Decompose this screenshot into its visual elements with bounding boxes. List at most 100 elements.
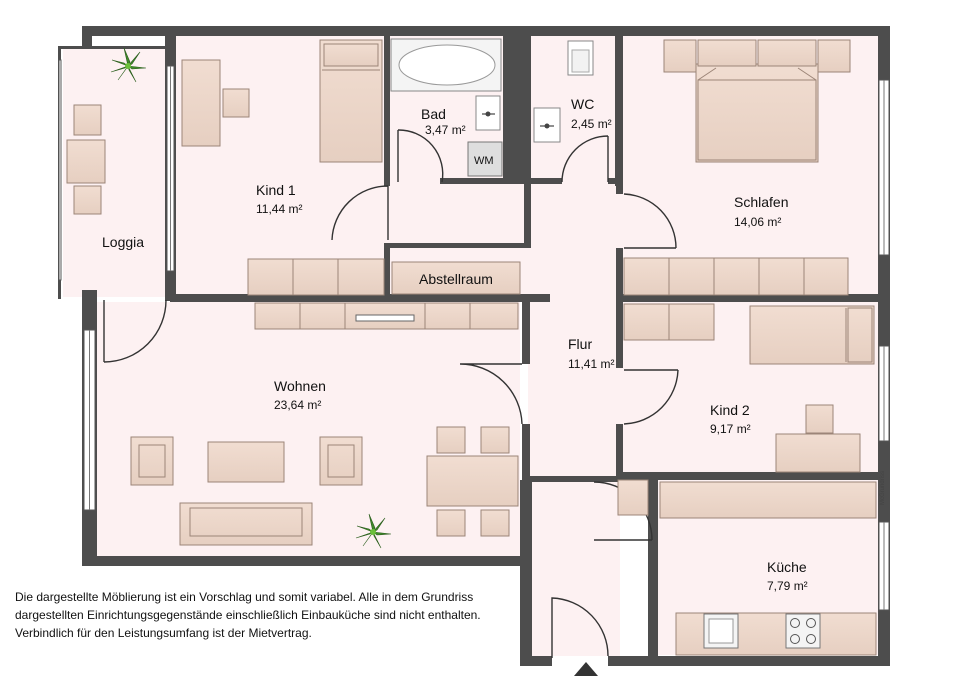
wall-bad-wc xyxy=(503,36,531,184)
kind1-desk xyxy=(181,59,221,147)
schlafen-duvet-fold xyxy=(697,67,817,81)
kind1-wardrobe-3 xyxy=(337,258,385,296)
door-schlafen xyxy=(623,193,677,249)
area-wohnen: 23,64 m² xyxy=(274,398,321,412)
wall-loggia-top xyxy=(58,46,170,49)
kitchen-sink-basin xyxy=(708,618,734,644)
wall-abstell-top xyxy=(386,243,531,248)
door-kind2 xyxy=(623,369,679,425)
plant-center xyxy=(370,529,376,535)
door-bad xyxy=(397,129,444,183)
disclaimer-line: dargestellten Einrichtungsgegenstände ei… xyxy=(15,608,481,622)
area-bad: 3,47 m² xyxy=(425,123,466,137)
schlafen-wardrobe-4 xyxy=(758,257,805,296)
brand-watermark: McGrundriss xyxy=(880,470,886,505)
kind2-wardrobe-1 xyxy=(623,303,670,341)
disclaimer-line: Verbindlich für den Leistungsumfang ist … xyxy=(15,626,312,640)
wohnen-chair-4 xyxy=(480,509,510,537)
kind2-desk xyxy=(775,433,861,473)
schlafen-duvet xyxy=(697,79,817,161)
wohnen-chair-3 xyxy=(436,509,466,537)
wall-bad-bottom xyxy=(440,178,508,184)
burner-2 xyxy=(806,618,816,628)
burner-1 xyxy=(790,618,800,628)
label-wohnen: Wohnen xyxy=(274,378,326,394)
wall-abstell-left xyxy=(384,243,390,298)
wall-schlafen-bottom xyxy=(616,294,880,302)
label-kind1: Kind 1 xyxy=(256,182,296,198)
wohnen-sideboard-2 xyxy=(299,302,346,330)
wohnen-coffee-table xyxy=(207,441,285,483)
armchair-r-seat xyxy=(327,444,355,478)
plant-icon xyxy=(110,47,147,83)
area-kind1: 11,44 m² xyxy=(256,202,302,216)
schlafen-nightstand-l xyxy=(663,39,697,73)
schlafen-wardrobe-2 xyxy=(668,257,715,296)
furniture-details xyxy=(138,67,847,537)
wohnen-armchair-l xyxy=(130,436,174,486)
label-bad: Bad xyxy=(421,106,446,122)
wall-kueche-flur xyxy=(530,476,618,482)
wall-schlafen-flur xyxy=(616,184,623,194)
label-abstellraum: Abstellraum xyxy=(419,271,493,287)
kind1-wardrobe-1 xyxy=(247,258,294,296)
wall-kind2-bottom xyxy=(616,472,880,480)
door-loggia xyxy=(103,299,167,363)
door-entrance xyxy=(551,597,609,658)
wohnen-dining-table xyxy=(426,455,519,507)
kind2-pillow xyxy=(847,307,873,363)
wohnen-chair-2 xyxy=(480,426,510,454)
schlafen-nightstand-r xyxy=(817,39,851,73)
plant-center xyxy=(125,63,131,69)
wall-entrance-gap-right xyxy=(608,656,650,666)
label-wc: WC xyxy=(571,96,594,112)
kind2-chair xyxy=(805,404,834,434)
loggia-chair-2 xyxy=(73,185,102,215)
bathroom-fixtures xyxy=(390,38,594,177)
burner-4 xyxy=(806,634,816,644)
armchair-l-seat xyxy=(138,444,166,478)
area-schlafen: 14,06 m² xyxy=(734,215,781,229)
entrance-arrow-icon xyxy=(574,662,598,676)
label-flur: Flur xyxy=(568,336,592,352)
loggia-chair-1 xyxy=(73,104,102,136)
wall-flur-left-2 xyxy=(522,302,530,364)
schlafen-pillow-l xyxy=(697,39,757,67)
door-kind1 xyxy=(331,185,389,241)
wall-entrance-gap-left xyxy=(530,656,550,666)
wall-flur-left xyxy=(524,184,531,248)
walls xyxy=(58,26,890,666)
sofa-seat xyxy=(189,507,303,537)
burner-3 xyxy=(790,634,800,644)
wall-wc-schlafen xyxy=(615,36,623,186)
door-wc xyxy=(561,135,609,183)
label-kueche: Küche xyxy=(767,559,807,575)
wohnen-sideboard-5 xyxy=(469,302,519,330)
abstell-shelf xyxy=(391,261,521,295)
area-wc: 2,45 m² xyxy=(571,117,612,131)
wc-toilet-seat xyxy=(571,49,590,73)
window-loggia xyxy=(58,59,62,281)
area-kind2: 9,17 m² xyxy=(710,422,751,436)
door-swings xyxy=(103,129,679,658)
label-wm: WM xyxy=(474,155,494,167)
label-kind2: Kind 2 xyxy=(710,402,750,418)
window-mullions xyxy=(89,66,885,610)
wall-kind2-left xyxy=(616,424,623,479)
door-wohnen xyxy=(459,363,523,425)
wall-wc-bottom xyxy=(528,178,562,184)
plant-icon xyxy=(355,513,392,549)
wall-kueche-left xyxy=(648,478,658,666)
bathtub-basin xyxy=(398,44,496,86)
wohnen-sofa xyxy=(179,502,313,546)
washing-machine xyxy=(467,141,503,177)
kind2-wardrobe-2 xyxy=(668,303,715,341)
schlafen-bed xyxy=(695,63,819,163)
furniture xyxy=(66,39,877,656)
wall-bottom-right xyxy=(520,656,890,666)
loggia-table xyxy=(66,139,106,184)
kind1-wardrobe-2 xyxy=(292,258,339,296)
cooktop xyxy=(785,613,821,649)
schlafen-pillow-r xyxy=(757,39,817,67)
